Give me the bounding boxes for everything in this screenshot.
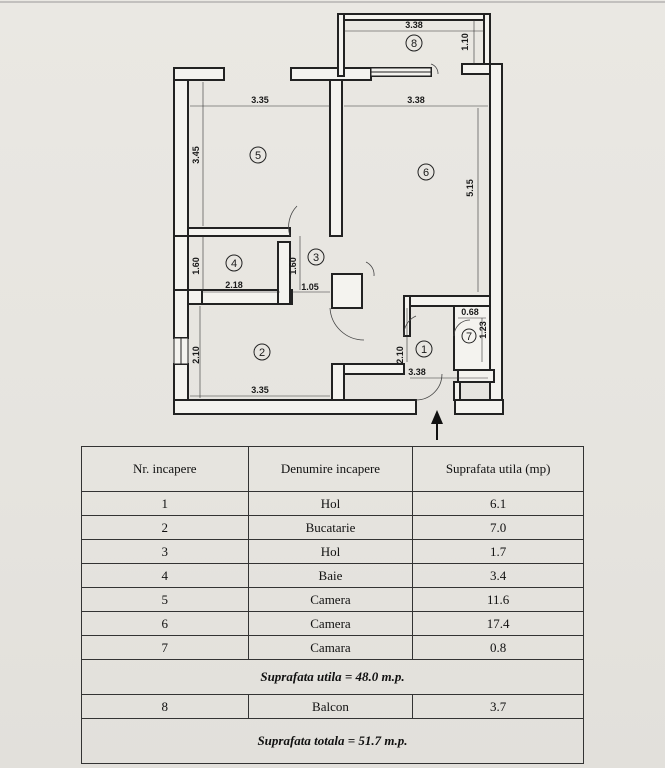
row-area: 1.7 <box>412 539 584 564</box>
balcony-nr: 8 <box>81 694 249 719</box>
row-area: 6.1 <box>412 491 584 516</box>
table-row: 7 Camara 0.8 <box>81 635 584 660</box>
row-nr: 1 <box>81 491 249 516</box>
room-number-3: 3 <box>313 252 319 264</box>
row-area: 3.4 <box>412 563 584 588</box>
grand-total-text: Suprafata totala = 51.7 m.p. <box>81 718 584 764</box>
entrance-arrow-icon <box>431 410 443 440</box>
dim-room7-width: 0.68 <box>461 307 479 317</box>
room-number-6: 6 <box>423 167 429 179</box>
room-number-8: 8 <box>411 38 417 50</box>
table-row: 5 Camera 11.6 <box>81 587 584 612</box>
dim-balcony-depth: 1.10 <box>460 33 470 51</box>
room-number-1: 1 <box>421 344 427 356</box>
row-name: Baie <box>247 563 414 588</box>
row-area: 7.0 <box>412 515 584 540</box>
room-number-5: 5 <box>255 150 261 162</box>
balcony-row: 8 Balcon 3.7 <box>81 694 584 719</box>
dim-room7-length: 1.23 <box>478 321 488 339</box>
row-area: 17.4 <box>412 611 584 636</box>
balcony-area: 3.7 <box>412 694 584 719</box>
dim-room4-length: 1.60 <box>191 257 201 275</box>
table-header-row: Nr. incapere Denumire incapere Suprafata… <box>81 446 584 492</box>
floor-plan: 3.38 1.10 3.35 3.38 3.45 5.15 1.60 1.60 … <box>0 1 665 440</box>
header-nr: Nr. incapere <box>81 446 249 492</box>
table-row: 2 Bucatarie 7.0 <box>81 515 584 540</box>
row-name: Camera <box>247 587 414 612</box>
room-areas-table: Nr. incapere Denumire incapere Suprafata… <box>81 446 584 764</box>
useful-total-row: Suprafata utila = 48.0 m.p. <box>81 659 584 695</box>
dim-room3-width: 1.05 <box>301 282 319 292</box>
plan-walls <box>173 13 504 415</box>
dim-room5-length: 3.45 <box>191 146 201 164</box>
door-swings <box>288 63 471 401</box>
row-nr: 4 <box>81 563 249 588</box>
table-row: 3 Hol 1.7 <box>81 539 584 564</box>
dim-room1-width: 3.38 <box>408 367 426 377</box>
windows <box>173 67 432 365</box>
header-area: Suprafata utila (mp) <box>412 446 584 492</box>
dim-room5-width: 3.35 <box>251 95 269 105</box>
dim-room4-width: 2.18 <box>225 280 243 290</box>
dim-balcony-width: 3.38 <box>405 20 423 30</box>
table-row: 1 Hol 6.1 <box>81 491 584 516</box>
row-name: Hol <box>247 491 414 516</box>
useful-total-text: Suprafata utila = 48.0 m.p. <box>81 659 584 695</box>
dim-room1-length: 2.10 <box>395 346 405 364</box>
table-row: 4 Baie 3.4 <box>81 563 584 588</box>
row-nr: 7 <box>81 635 249 660</box>
dimension-lines <box>190 20 488 398</box>
dim-room2-width: 3.35 <box>251 385 269 395</box>
row-nr: 6 <box>81 611 249 636</box>
row-nr: 2 <box>81 515 249 540</box>
row-area: 11.6 <box>412 587 584 612</box>
dim-room6-width: 3.38 <box>407 95 425 105</box>
row-name: Bucatarie <box>247 515 414 540</box>
grand-total-row: Suprafata totala = 51.7 m.p. <box>81 718 584 764</box>
dim-room6-length: 5.15 <box>465 179 475 197</box>
row-name: Camera <box>247 611 414 636</box>
room-number-4: 4 <box>231 258 237 270</box>
row-name: Hol <box>247 539 414 564</box>
balcony-name: Balcon <box>247 694 414 719</box>
row-name: Camara <box>247 635 414 660</box>
dim-room3-length: 1.60 <box>288 257 298 275</box>
room-number-2: 2 <box>259 347 265 359</box>
header-name: Denumire incapere <box>247 446 414 492</box>
row-nr: 3 <box>81 539 249 564</box>
dim-room2-length: 2.10 <box>191 346 201 364</box>
row-area: 0.8 <box>412 635 584 660</box>
room-number-7: 7 <box>466 331 472 343</box>
row-nr: 5 <box>81 587 249 612</box>
room-number-circles <box>225 34 477 361</box>
table-row: 6 Camera 17.4 <box>81 611 584 636</box>
